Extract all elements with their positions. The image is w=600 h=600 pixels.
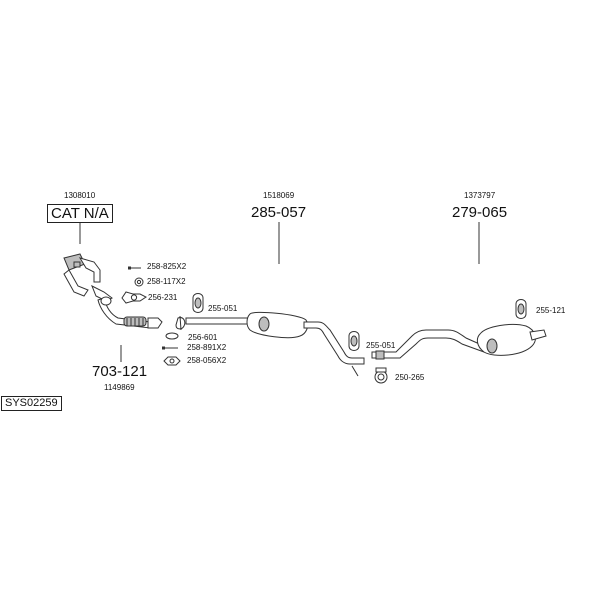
rubber-mount-mid-icon: [348, 331, 360, 351]
front-pipe-part: [97, 296, 163, 329]
front-pipe-code: 1149869: [104, 383, 135, 392]
system-code-label: SYS02259: [1, 396, 62, 411]
fitting-bolt-a: 258-825X2: [147, 262, 187, 271]
fitting-rubber-mount-rear: 255-121: [536, 306, 566, 315]
rear-part-number: 279-065: [452, 204, 508, 221]
rubber-mount-rear-icon: [515, 299, 527, 319]
clamp-icon: [374, 367, 388, 384]
fitting-gasket-flange: 256-231: [148, 293, 178, 302]
middle-part-code: 1518069: [263, 191, 295, 200]
front-fittings: [121, 266, 186, 366]
middle-section-part: [185, 311, 365, 377]
cat-part-code: 1308010: [64, 191, 96, 200]
fitting-washer-a: 258-117X2: [147, 277, 186, 286]
fitting-nut: 258-056X2: [187, 356, 227, 365]
rubber-mount-front-icon: [192, 293, 204, 313]
fitting-clamp: 250-265: [395, 373, 425, 382]
cat-na-label: CAT N/A: [47, 204, 113, 223]
fitting-bolt-b: 258-891X2: [187, 343, 227, 352]
rear-section-part: [371, 323, 547, 360]
middle-part-number: 285-057: [251, 204, 307, 221]
fitting-ring-gasket: 256-601: [188, 333, 218, 342]
fitting-rubber-mount-front: 255-051: [208, 304, 238, 313]
rear-part-code: 1373797: [464, 191, 496, 200]
front-pipe-number: 703-121: [92, 363, 148, 380]
fitting-rubber-mount-mid: 255-051: [366, 341, 396, 350]
cat-manifold-part: [63, 253, 113, 302]
